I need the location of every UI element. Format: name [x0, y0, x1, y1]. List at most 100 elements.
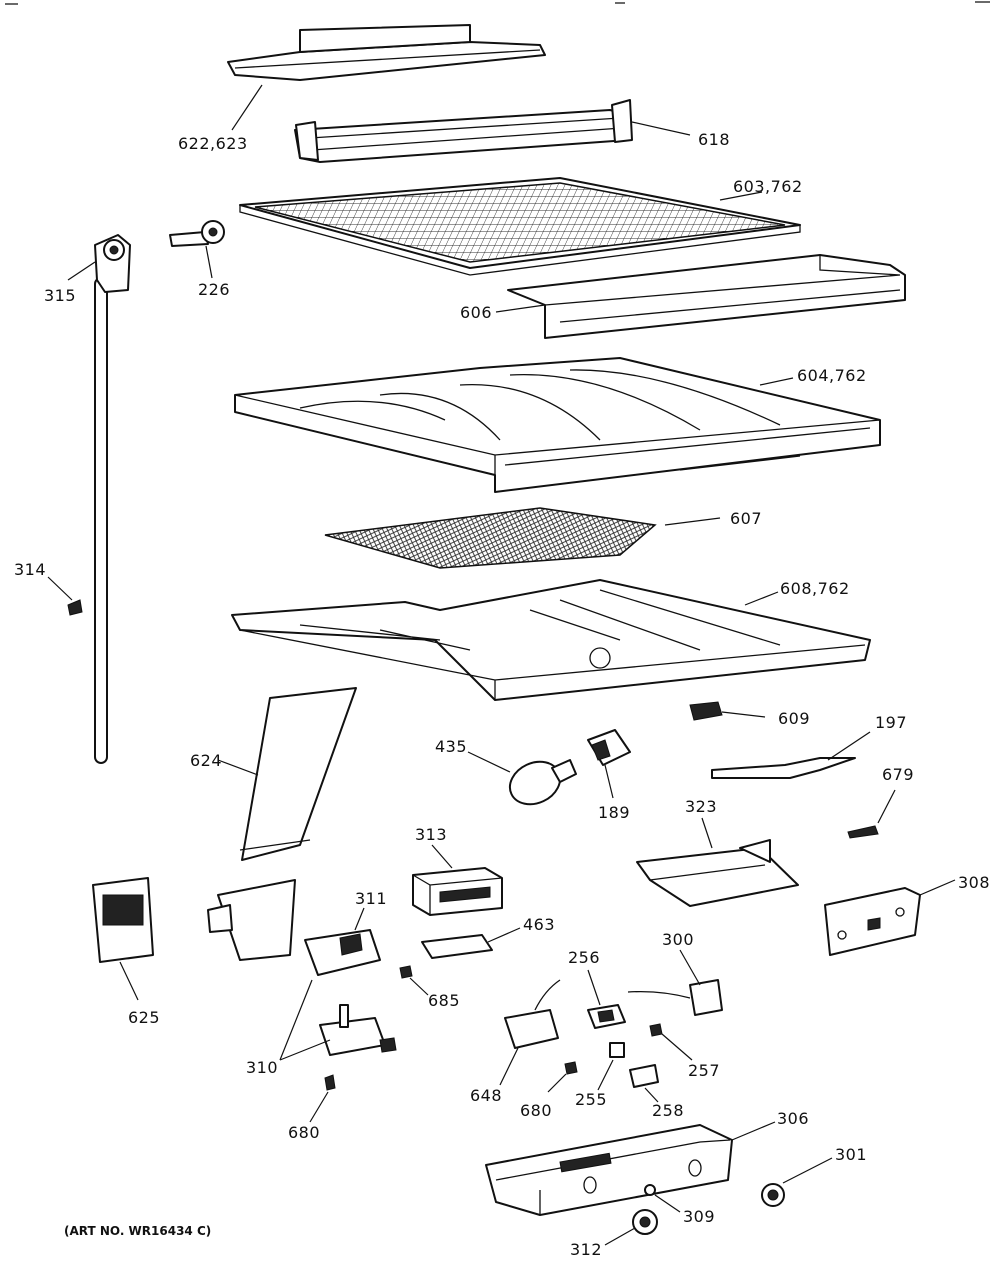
harness-300-part [627, 979, 723, 1016]
leader-310-b [279, 1039, 331, 1061]
callout-labels: 622,623 618 603,762 315 226 606 604,762 … [14, 130, 990, 1259]
leader-315 [67, 261, 96, 281]
housing-323-part [636, 839, 799, 907]
leader-313 [431, 844, 453, 869]
cover-box-313-part [412, 867, 503, 916]
leader-648 [499, 1047, 519, 1086]
leader-435 [467, 751, 511, 773]
leader-226 [205, 245, 213, 279]
leader-463 [487, 927, 521, 943]
callout-256: 256 [568, 948, 600, 967]
callout-435: 435 [435, 737, 467, 756]
leader-197 [827, 731, 871, 761]
callout-189: 189 [598, 803, 630, 822]
block-625-part [92, 877, 154, 963]
callout-680-b: 680 [288, 1123, 320, 1142]
callout-463: 463 [523, 915, 555, 934]
callout-309: 309 [683, 1207, 715, 1226]
wire-shelf-part [239, 177, 801, 276]
screw-685-part [399, 965, 413, 979]
relay-648-part [504, 979, 561, 1049]
shelf-cover-part [227, 24, 546, 81]
part-258 [629, 1064, 659, 1088]
callout-258: 258 [652, 1101, 684, 1120]
callout-608-762: 608,762 [780, 579, 850, 598]
crisper-cover-part [507, 254, 906, 339]
leader-258 [644, 1087, 659, 1103]
callout-609: 609 [778, 709, 810, 728]
control-310-part [319, 1004, 397, 1056]
bracket-197-part [711, 757, 856, 779]
leader-685 [409, 977, 429, 996]
thermostat-311-part [304, 929, 381, 976]
callout-648: 648 [470, 1086, 502, 1105]
leader-679 [877, 789, 896, 824]
knob-301-part [761, 1183, 785, 1207]
callout-308: 308 [958, 873, 990, 892]
callout-618: 618 [698, 130, 730, 149]
leader-306 [731, 1121, 776, 1141]
leader-311 [354, 907, 365, 931]
leader-257 [661, 1033, 693, 1061]
callout-300: 300 [662, 930, 694, 949]
leader-312 [604, 1227, 636, 1246]
clip-part [169, 220, 225, 247]
leader-622-623 [231, 84, 263, 131]
callout-323: 323 [685, 797, 717, 816]
screw-314-part [67, 599, 83, 616]
screw-257-part [649, 1023, 663, 1037]
top-edge-fragments [5, 1, 990, 5]
leader-607 [664, 517, 721, 526]
leader-625 [119, 961, 139, 1001]
leader-603 [719, 191, 763, 201]
leader-323 [701, 817, 713, 849]
art-number-caption: (ART NO. WR16434 C) [64, 1224, 211, 1238]
callout-313: 313 [415, 825, 447, 844]
callout-603-762: 603,762 [733, 177, 803, 196]
leader-680a [547, 1073, 567, 1093]
callout-311: 311 [355, 889, 387, 908]
hinge-pole-part [94, 234, 131, 764]
connector-256-part [587, 1004, 626, 1029]
knob-312-part [632, 1209, 658, 1235]
leader-624 [217, 759, 259, 776]
leader-604 [759, 377, 794, 386]
main-shelf-part [234, 357, 881, 493]
callout-607: 607 [730, 509, 762, 528]
leader-300 [679, 949, 701, 986]
callout-622-623: 622,623 [178, 134, 248, 153]
leader-606 [495, 304, 546, 313]
callout-685: 685 [428, 991, 460, 1010]
leader-310-a [279, 979, 313, 1061]
leader-608 [744, 591, 779, 606]
housing-306-part [485, 1124, 733, 1216]
leader-609 [721, 711, 766, 718]
leader-255 [597, 1059, 614, 1091]
leader-189 [604, 764, 614, 799]
callout-606: 606 [460, 303, 492, 322]
lower-pan-part [231, 579, 871, 701]
callout-312: 312 [570, 1240, 602, 1259]
callout-301: 301 [835, 1145, 867, 1164]
callout-679: 679 [882, 765, 914, 784]
screw-680a-part [564, 1061, 578, 1075]
leader-309 [654, 1194, 681, 1213]
bulb-part [508, 759, 577, 806]
socket-part [587, 729, 631, 766]
screw-679-part [847, 825, 879, 839]
plate-308-part [824, 887, 921, 956]
callout-257: 257 [688, 1061, 720, 1080]
callout-625: 625 [128, 1008, 160, 1027]
callout-310: 310 [246, 1058, 278, 1077]
mesh-sheet-part [324, 507, 657, 569]
callout-197: 197 [875, 713, 907, 732]
callout-255: 255 [575, 1090, 607, 1109]
callout-314: 314 [14, 560, 46, 579]
plate-463-part [421, 934, 493, 959]
part-255 [609, 1042, 625, 1058]
leader-308 [919, 879, 956, 896]
callout-306: 306 [777, 1109, 809, 1128]
leader-618 [631, 121, 691, 136]
rail-part [294, 99, 633, 163]
